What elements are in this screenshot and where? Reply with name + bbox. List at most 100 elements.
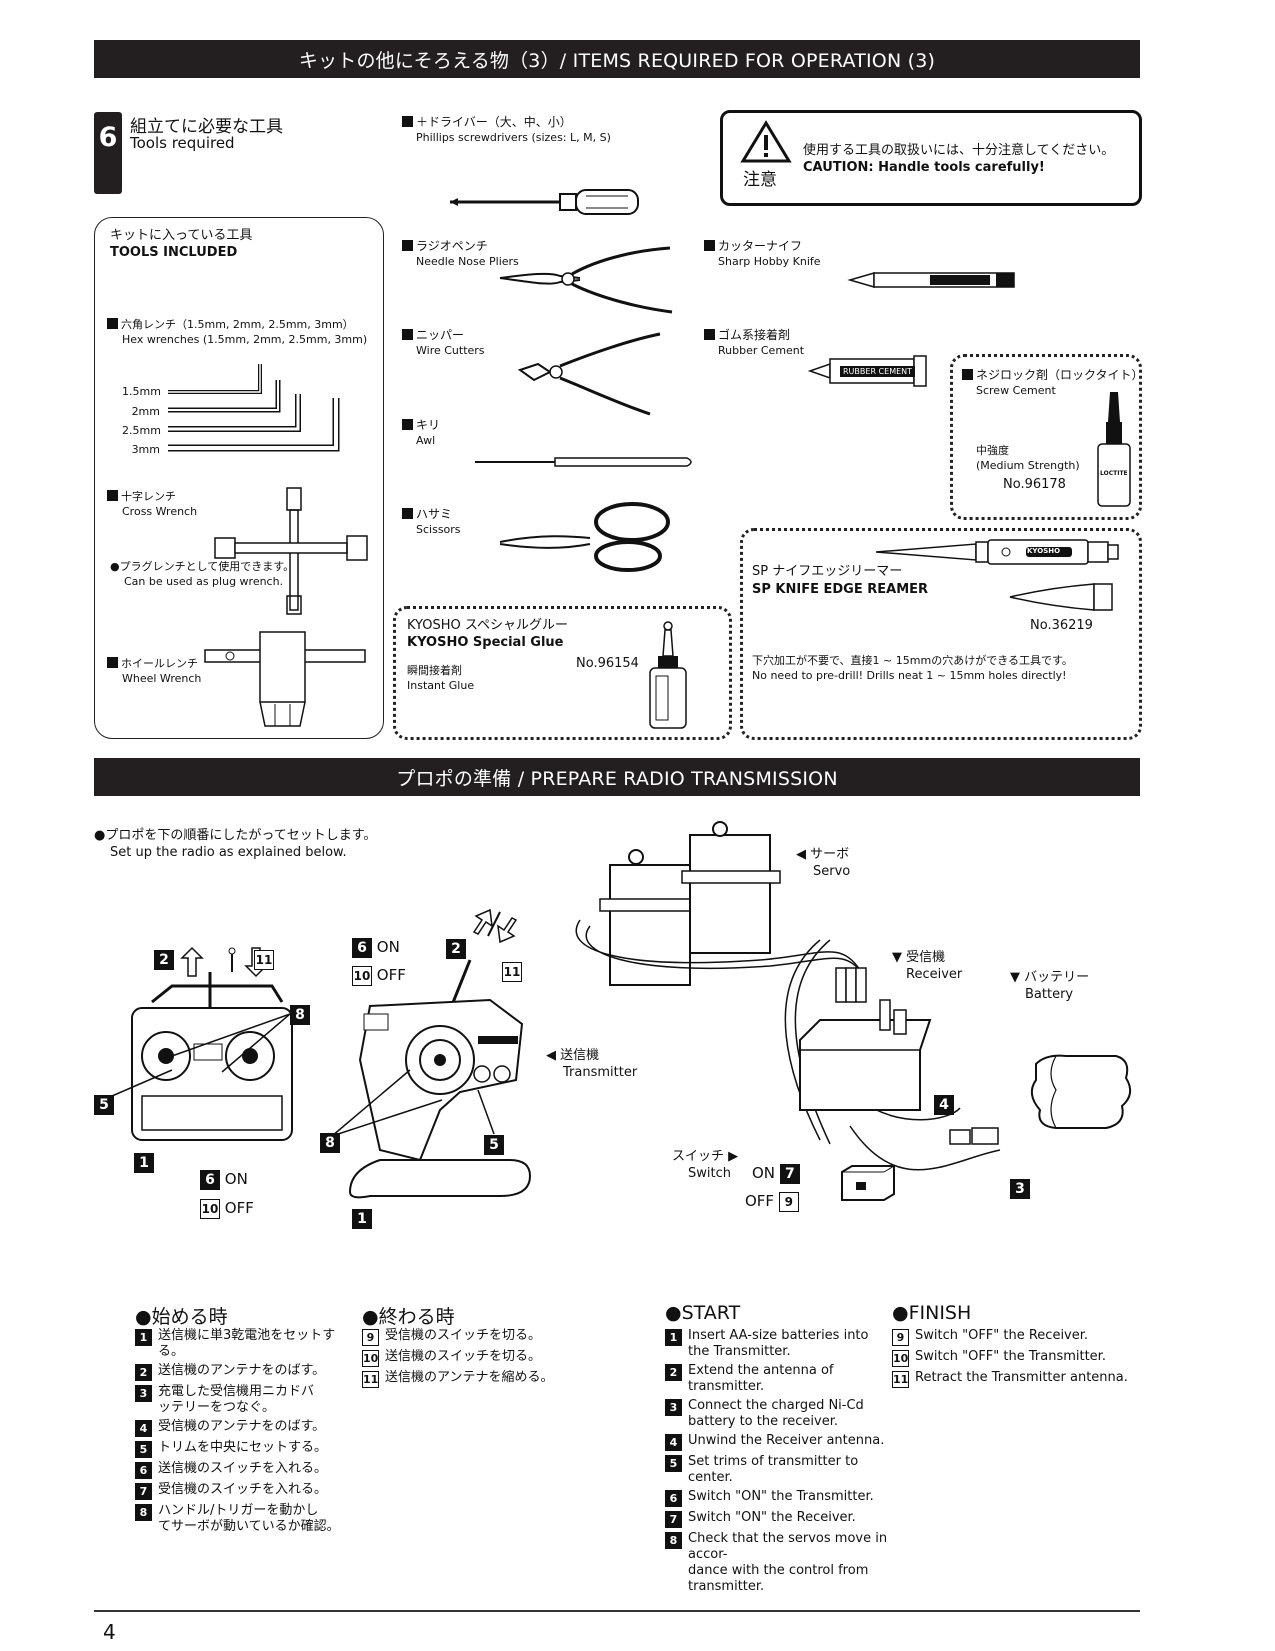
step-text: Switch "OFF" the Transmitter. — [915, 1349, 1106, 1364]
start-en-title: ●START — [665, 1302, 741, 1324]
knife-label-jp: カッターナイフ — [704, 239, 802, 254]
footer-rule — [94, 1610, 1140, 1612]
list-item: 11 Retract the Transmitter antenna. — [892, 1370, 1132, 1388]
transmitter-label-jp: ◀ 送信機 — [546, 1048, 600, 1063]
list-item: 4 Unwind the Receiver antenna. — [665, 1433, 895, 1451]
step-number: 4 — [135, 1420, 152, 1437]
step-number: 4 — [665, 1434, 682, 1451]
step-label-3: 3 — [1010, 1178, 1030, 1199]
step-label-8-right: 8 — [320, 1132, 340, 1153]
step-text: Set trims of transmitter to center. — [688, 1454, 859, 1485]
step-number: 6 — [135, 1462, 152, 1479]
antenna-arrows-icon-right — [472, 908, 518, 944]
screw-label-jp: ネジロック剤（ロックタイト） — [962, 368, 1144, 383]
step-number: 11 — [892, 1371, 909, 1388]
hex-size-1: 1.5mm — [122, 385, 161, 398]
step-label-2-right: 2 — [446, 938, 466, 959]
step-text: Extend the antenna of transmitter. — [688, 1363, 834, 1394]
glue-type-jp: 瞬間接着剤 — [407, 664, 462, 677]
scissors-label-jp: ハサミ — [402, 507, 452, 522]
list-item: 1 送信機に単3乾電池をセットする。 — [135, 1328, 350, 1360]
caution-en: CAUTION: Handle tools carefully! — [803, 160, 1045, 175]
pointer-lines-left — [111, 1013, 291, 1097]
tools-included-panel — [94, 217, 384, 739]
cross-label-jp: 十字レンチ — [107, 490, 176, 504]
step-label-2-left: 2 — [154, 949, 174, 970]
step-text: Retract the Transmitter antenna. — [915, 1370, 1128, 1385]
step-text: 充電した受信機用ニカドバ ッテリーをつなぐ。 — [158, 1384, 315, 1415]
step-text: Unwind the Receiver antenna. — [688, 1433, 885, 1448]
included-title-en: TOOLS INCLUDED — [110, 245, 238, 260]
step-number: 9 — [362, 1329, 379, 1346]
scissors-icon — [499, 502, 670, 572]
section-title-en: Tools required — [130, 134, 235, 152]
step-text: トリムを中央にセットする。 — [158, 1440, 328, 1455]
plug-note-jp: ●プラグレンチとして使用できます。 — [110, 560, 295, 573]
step-label-4: 4 — [934, 1094, 954, 1115]
step-number: 3 — [135, 1385, 152, 1402]
step-text: Switch "OFF" the Receiver. — [915, 1328, 1089, 1343]
step-number: 3 — [665, 1399, 682, 1416]
step-text: Insert AA-size batteries into the Transm… — [688, 1328, 869, 1359]
step-number: 1 — [135, 1329, 152, 1346]
pliers-label-jp: ラジオペンチ — [402, 239, 488, 254]
finish-jp-title: ●終わる時 — [362, 1306, 455, 1328]
reamer-brand: KYOSHO — [1027, 547, 1061, 555]
step-label-11-right: 11 — [502, 961, 522, 982]
warning-icon — [740, 120, 792, 163]
reamer-blade-icon — [1009, 583, 1113, 611]
step-text: ハンドル/トリガーを動かし てサーボが動いているか確認。 — [158, 1503, 340, 1534]
hex-label-jp: 六角レンチ（1.5mm, 2mm, 2.5mm, 3mm） — [107, 318, 354, 332]
rubber-tube-label: RUBBER CEMENT — [840, 366, 916, 377]
step-label-1-right: 1 — [352, 1208, 372, 1229]
driver-label-en: Phillips screwdrivers (sizes: L, M, S) — [416, 131, 611, 144]
header-items-required: キットの他にそろえる物（3）/ ITEMS REQUIRED FOR OPERA… — [94, 40, 1140, 78]
switch-on: ON 7 — [752, 1164, 800, 1184]
list-item: 4 受信機のアンテナをのばす。 — [135, 1419, 350, 1437]
header-prepare-radio: プロポの準備 / PREPARE RADIO TRANSMISSION — [94, 758, 1140, 796]
pliers-icon — [499, 246, 673, 314]
wire-cutters-icon — [517, 332, 661, 416]
step-text: Switch "ON" the Transmitter. — [688, 1489, 874, 1504]
section-title-jp: 組立てに必要な工具 — [130, 117, 283, 137]
reamer-box — [740, 528, 1142, 740]
receiver-label-en: Receiver — [906, 967, 963, 982]
list-item: 3 Connect the charged Ni-Cd battery to th… — [665, 1398, 895, 1430]
glue-label-jp: KYOSHO スペシャルグルー — [407, 618, 569, 633]
step-text: 送信機に単3乾電池をセットする。 — [158, 1328, 336, 1359]
battery-label-jp: ▼ バッテリー — [1010, 970, 1090, 985]
switch-off: OFF 9 — [745, 1192, 799, 1212]
reamer-desc-jp: 下穴加工が不要で、直接1 ~ 15mmの穴あけができる工具です。 — [752, 654, 1073, 667]
awl-icon — [475, 457, 692, 467]
scissors-label-en: Scissors — [416, 523, 461, 536]
step-text: 受信機のアンテナをのばす。 — [158, 1419, 326, 1434]
right-on: 6 ON — [352, 938, 400, 958]
rubber-cement-tube: RUBBER CEMENT — [807, 355, 928, 387]
wheel-wrench-icon — [204, 631, 366, 727]
step-text: 送信機のアンテナをのばす。 — [158, 1363, 326, 1378]
hex-size-3: 2.5mm — [122, 424, 161, 437]
receiver-label-jp: ▼ 受信機 — [892, 950, 946, 965]
left-on: 6 ON — [200, 1170, 248, 1190]
screw-label-en: Screw Cement — [976, 384, 1056, 397]
step-text: Switch "ON" the Receiver. — [688, 1510, 856, 1525]
step-text: 送信機のスイッチを入れる。 — [158, 1461, 328, 1476]
screw-number: No.96178 — [1003, 477, 1066, 492]
screw-cement-box — [950, 354, 1142, 520]
step-number: 8 — [135, 1504, 152, 1521]
glue-number: No.96154 — [576, 656, 639, 671]
glue-bottle-icon — [649, 621, 687, 729]
rubber-label-jp: ゴム系接着剤 — [704, 328, 790, 343]
caution-mark: 注意 — [743, 170, 777, 190]
battery-label-en: Battery — [1025, 987, 1074, 1002]
screw-strength-en: (Medium Strength) — [976, 459, 1080, 472]
step-text: Connect the charged Ni-Cd battery to the… — [688, 1398, 864, 1429]
